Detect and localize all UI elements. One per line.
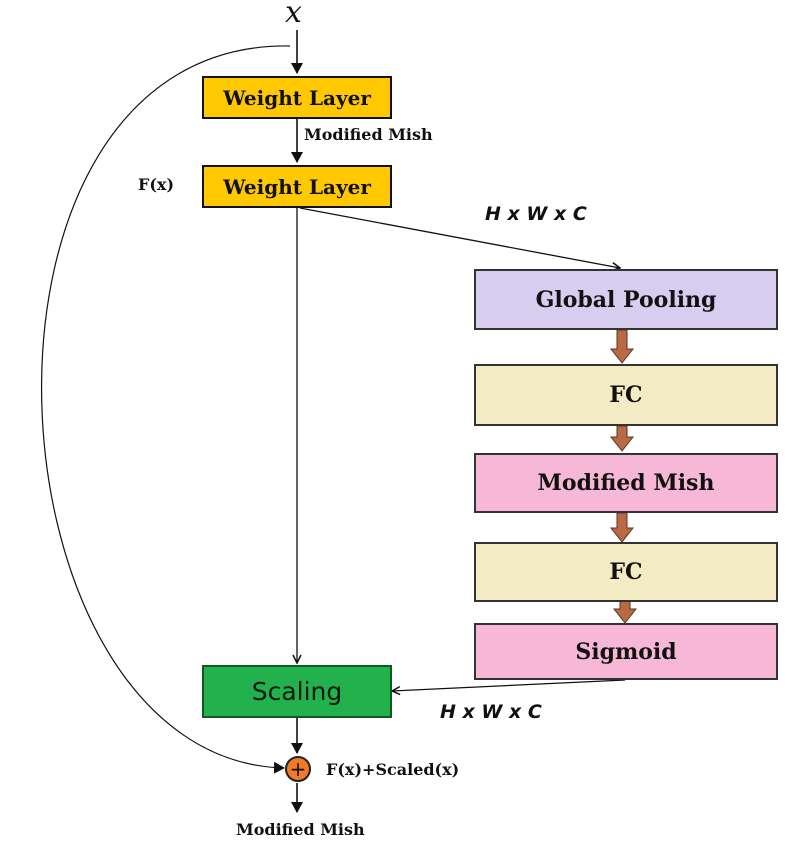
modified-mish-block: Modified Mish [474, 453, 778, 513]
scaling-label: Scaling [251, 677, 343, 706]
se-return-arrow [392, 679, 626, 691]
global-pooling-block: Global Pooling [474, 269, 778, 330]
output-activation-label: Modified Mish [236, 820, 365, 839]
weight-layer-1: Weight Layer [202, 76, 392, 119]
weight-layer-2: Weight Layer [202, 165, 392, 208]
se-arrow-2 [609, 425, 635, 452]
sigmoid-block: Sigmoid [474, 623, 778, 680]
modified-mish-label: Modified Mish [537, 470, 715, 496]
weight-layer-2-label: Weight Layer [223, 174, 371, 199]
global-pooling-label: Global Pooling [535, 286, 717, 313]
weight-layer-1-label: Weight Layer [223, 85, 371, 110]
fc-block-2: FC [474, 542, 778, 602]
sigmoid-label: Sigmoid [575, 638, 677, 665]
fx-label: F(x) [138, 175, 175, 194]
se-arrow-4 [612, 600, 638, 624]
activation-label: Modified Mish [304, 125, 433, 144]
se-arrow-3 [609, 512, 635, 543]
plus-icon: + [285, 756, 311, 782]
se-block-arrows [609, 329, 638, 624]
fc-block-1: FC [474, 364, 778, 426]
dims-label-top: H x W x C [485, 203, 587, 225]
input-x-label: x [285, 0, 302, 30]
skip-connection-curve [41, 45, 291, 774]
fc-1-label: FC [609, 382, 643, 408]
sum-result-label: F(x)+Scaled(x) [326, 760, 460, 779]
fc-2-label: FC [609, 559, 643, 585]
se-arrow-1 [609, 329, 635, 364]
scaling-block: Scaling [202, 665, 392, 718]
dims-label-bottom: H x W x C [440, 701, 542, 723]
se-branch-arrow [299, 207, 620, 268]
